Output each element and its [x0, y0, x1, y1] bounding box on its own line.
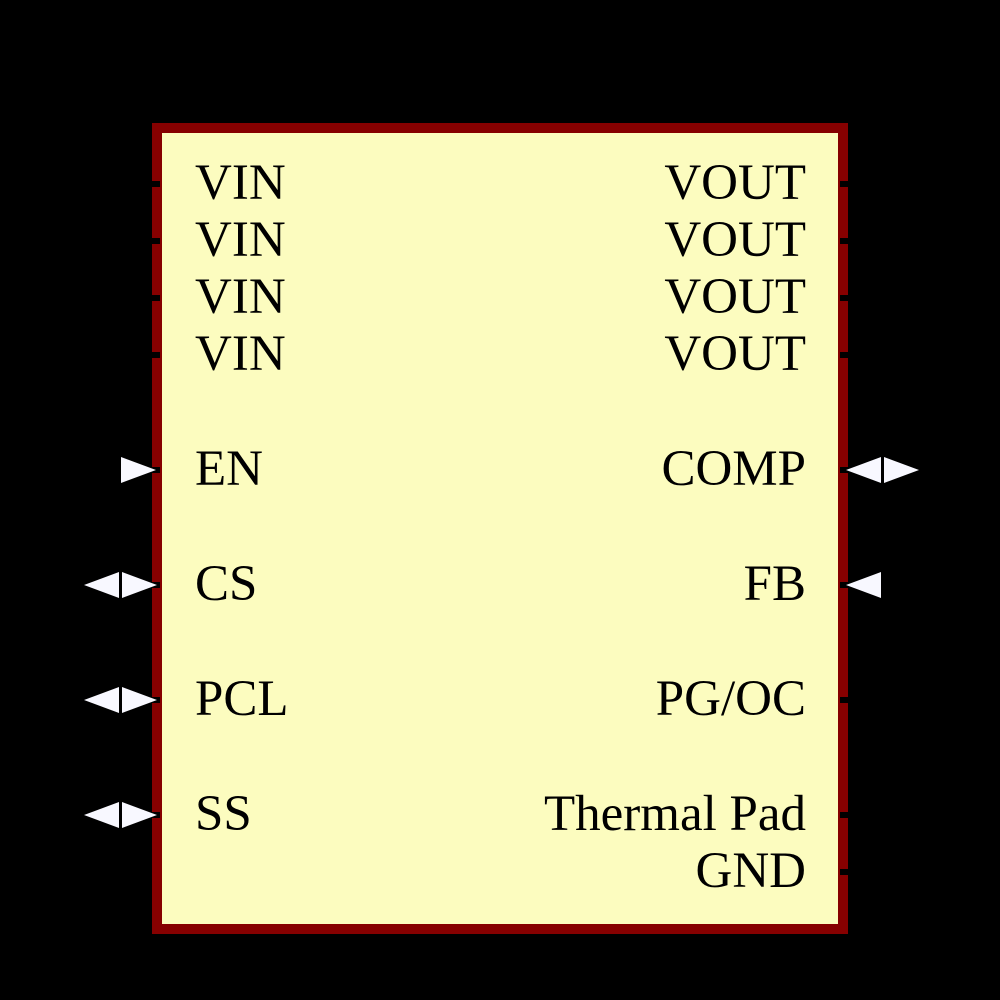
pin-stub-left-1	[147, 181, 160, 187]
fb-input-arrow-icon	[846, 572, 881, 598]
pin-label-pcl: PCL	[195, 670, 289, 727]
pin-label-vin-2: VIN	[195, 211, 286, 268]
pin-label-en: EN	[195, 440, 263, 497]
pin-label-cs: CS	[195, 555, 258, 612]
pin-stub-right-pgoc	[840, 697, 853, 703]
pin-label-vout-4: VOUT	[664, 325, 806, 382]
comp-bidir-arrow-left-icon	[846, 457, 881, 483]
pin-label-vout-1: VOUT	[664, 154, 806, 211]
cs-bidir-arrow-right-icon	[122, 572, 157, 598]
pin-label-comp: COMP	[661, 440, 806, 497]
comp-bidir-arrow-right-icon	[884, 457, 919, 483]
pin-label-vin-4: VIN	[195, 325, 286, 382]
pin-label-fb: FB	[743, 555, 806, 612]
pin-stub-left-4	[147, 352, 160, 358]
pcl-bidir-arrow-left-icon	[84, 687, 119, 713]
pin-label-thermal-pad: Thermal Pad	[544, 785, 806, 842]
pin-label-ss: SS	[195, 785, 252, 842]
cs-bidir-arrow-left-icon	[84, 572, 119, 598]
pin-stub-right-4	[840, 352, 853, 358]
ss-bidir-arrow-left-icon	[84, 802, 119, 828]
pin-label-vin-1: VIN	[195, 154, 286, 211]
ic-symbol-body	[152, 123, 848, 934]
pin-label-vout-3: VOUT	[664, 268, 806, 325]
pin-stub-right-3	[840, 295, 853, 301]
pin-stub-right-2	[840, 238, 853, 244]
pin-label-pgoc: PG/OC	[655, 670, 806, 727]
pin-label-gnd: GND	[695, 842, 807, 899]
pin-stub-left-2	[147, 238, 160, 244]
pin-label-vin-3: VIN	[195, 268, 286, 325]
pin-label-vout-2: VOUT	[664, 211, 806, 268]
pin-stub-right-thermalpad	[840, 812, 853, 818]
pin-stub-left-3	[147, 295, 160, 301]
pin-stub-right-1	[840, 181, 853, 187]
pin-stub-right-gnd	[840, 869, 853, 875]
en-input-arrow-icon	[121, 457, 156, 483]
pcl-bidir-arrow-right-icon	[122, 687, 157, 713]
ss-bidir-arrow-right-icon	[122, 802, 157, 828]
